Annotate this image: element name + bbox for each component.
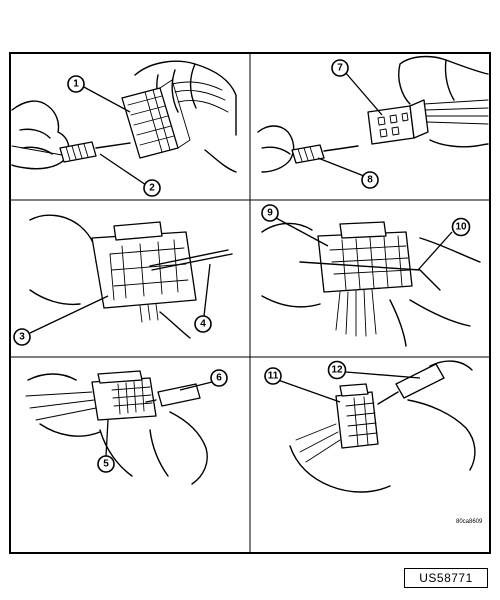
svg-text:2: 2 [149,183,155,194]
panel-dividers [11,54,489,552]
svg-text:8: 8 [367,175,373,186]
callout-4: 4 [194,263,212,333]
callout-5: 5 [97,419,115,473]
svg-text:11: 11 [268,371,279,382]
figure-id-box: US58771 [404,568,488,588]
catalog-number: 80ca8609 [456,519,483,525]
panel-4-illustration [261,221,481,347]
panel-3-illustration [29,214,233,339]
svg-text:10: 10 [455,222,467,233]
svg-text:5: 5 [103,459,109,470]
callout-12: 12 [327,360,421,380]
callout-1: 1 [67,75,131,113]
callout-10: 10 [417,217,471,271]
callout-8: 8 [317,157,379,189]
callout-3: 3 [13,295,109,346]
svg-text:4: 4 [200,319,206,330]
panel-5-illustration [25,370,208,485]
svg-text:9: 9 [267,208,273,219]
callout-6: 6 [179,369,228,391]
panel-2-illustration [257,55,489,173]
callout-9: 9 [261,204,329,247]
svg-text:12: 12 [331,365,343,376]
panel-6-illustration [289,360,476,493]
panel-1-illustration [11,60,237,173]
callout-2: 2 [99,153,161,197]
svg-text:6: 6 [216,373,222,384]
svg-text:7: 7 [337,63,343,74]
figure-frame [9,52,491,554]
svg-text:1: 1 [73,79,79,90]
svg-text:3: 3 [19,332,25,343]
callout-7: 7 [331,59,383,116]
callout-11: 11 [264,367,341,403]
